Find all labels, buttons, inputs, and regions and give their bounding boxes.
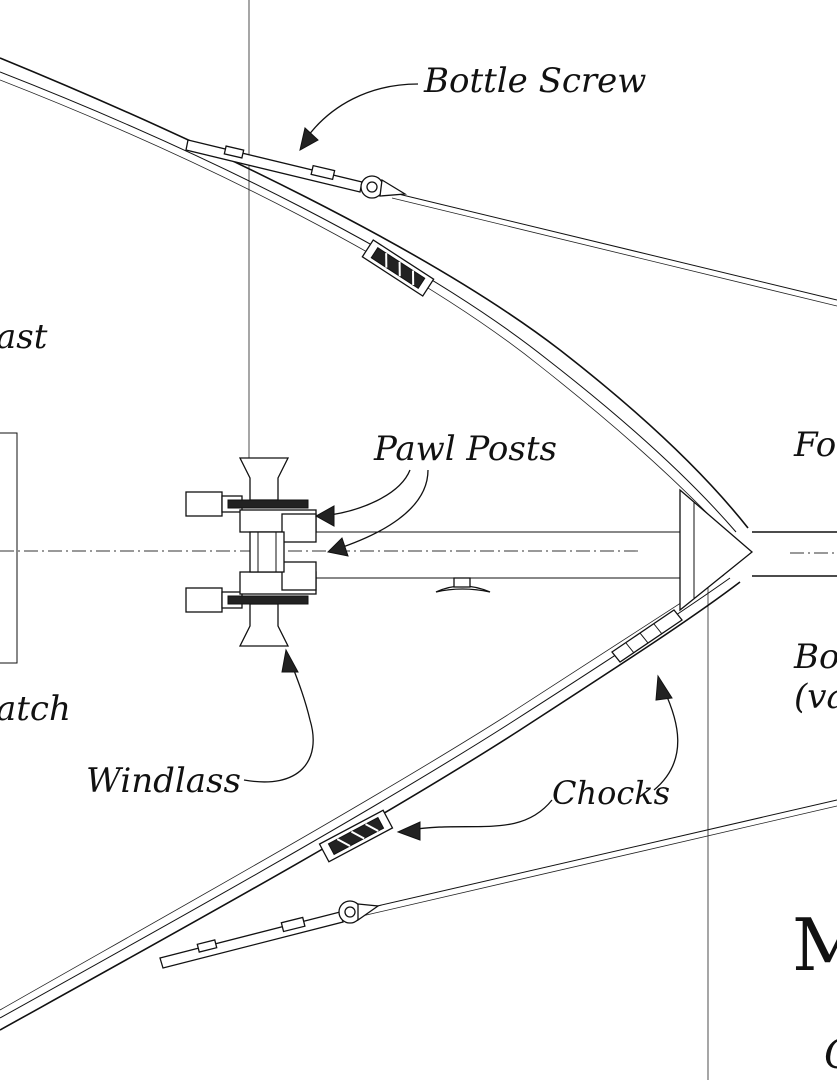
label-windlass: Windlass <box>86 761 241 801</box>
title-initial: M <box>792 903 837 987</box>
label-bottle-screw: Bottle Screw <box>423 61 646 101</box>
chock-plate-lower <box>318 809 394 863</box>
upper-stay-wire <box>389 191 837 301</box>
arrow-chocks-plate <box>409 799 553 831</box>
arrowhead-bottle-screw <box>299 127 319 151</box>
label-fore-partial: Fo <box>793 425 836 465</box>
chock-plate-upper <box>361 239 435 297</box>
upper-stay-wire-2 <box>391 197 837 307</box>
caption-line-1: Ca <box>824 1032 837 1078</box>
label-va-partial: (va <box>794 677 837 717</box>
label-mast-partial: ast <box>0 317 48 357</box>
arrow-windlass <box>243 659 314 783</box>
stem-head-fitting <box>679 488 754 612</box>
windlass-assembly <box>185 457 317 647</box>
hull-lower-edge <box>0 574 725 1011</box>
label-bo-partial: Bo <box>793 637 837 677</box>
arrow-chocks-stem <box>653 689 679 791</box>
lower-stay-wire-2 <box>361 805 837 917</box>
arrow-pawl-post-upper <box>321 469 411 517</box>
label-pawl-posts: Pawl Posts <box>373 429 557 469</box>
hull-upper-inner <box>0 71 737 533</box>
hull-lower-outer <box>0 581 741 1031</box>
arrowhead-chocks-plate <box>396 821 421 841</box>
bottle-screw-lower <box>159 900 380 969</box>
hull-upper-outer <box>0 57 749 529</box>
arrowhead-pawl-post-lower <box>326 537 349 557</box>
arrow-pawl-post-lower <box>333 469 429 551</box>
arrowhead-pawl-post-upper <box>314 505 335 527</box>
arrowhead-chocks-stem <box>655 674 673 701</box>
arrow-bottle-screw <box>304 83 419 141</box>
hull-upper-edge <box>0 79 729 536</box>
deck-cleat <box>435 577 491 593</box>
bottle-screw-upper <box>185 139 408 199</box>
label-hatch-partial: atch <box>0 689 71 729</box>
bow-chocks-ladder <box>611 609 683 663</box>
arrowhead-windlass <box>281 648 299 673</box>
label-chocks: Chocks <box>552 774 670 812</box>
hatch-outline <box>0 432 18 664</box>
lower-stay-wire <box>359 799 837 911</box>
